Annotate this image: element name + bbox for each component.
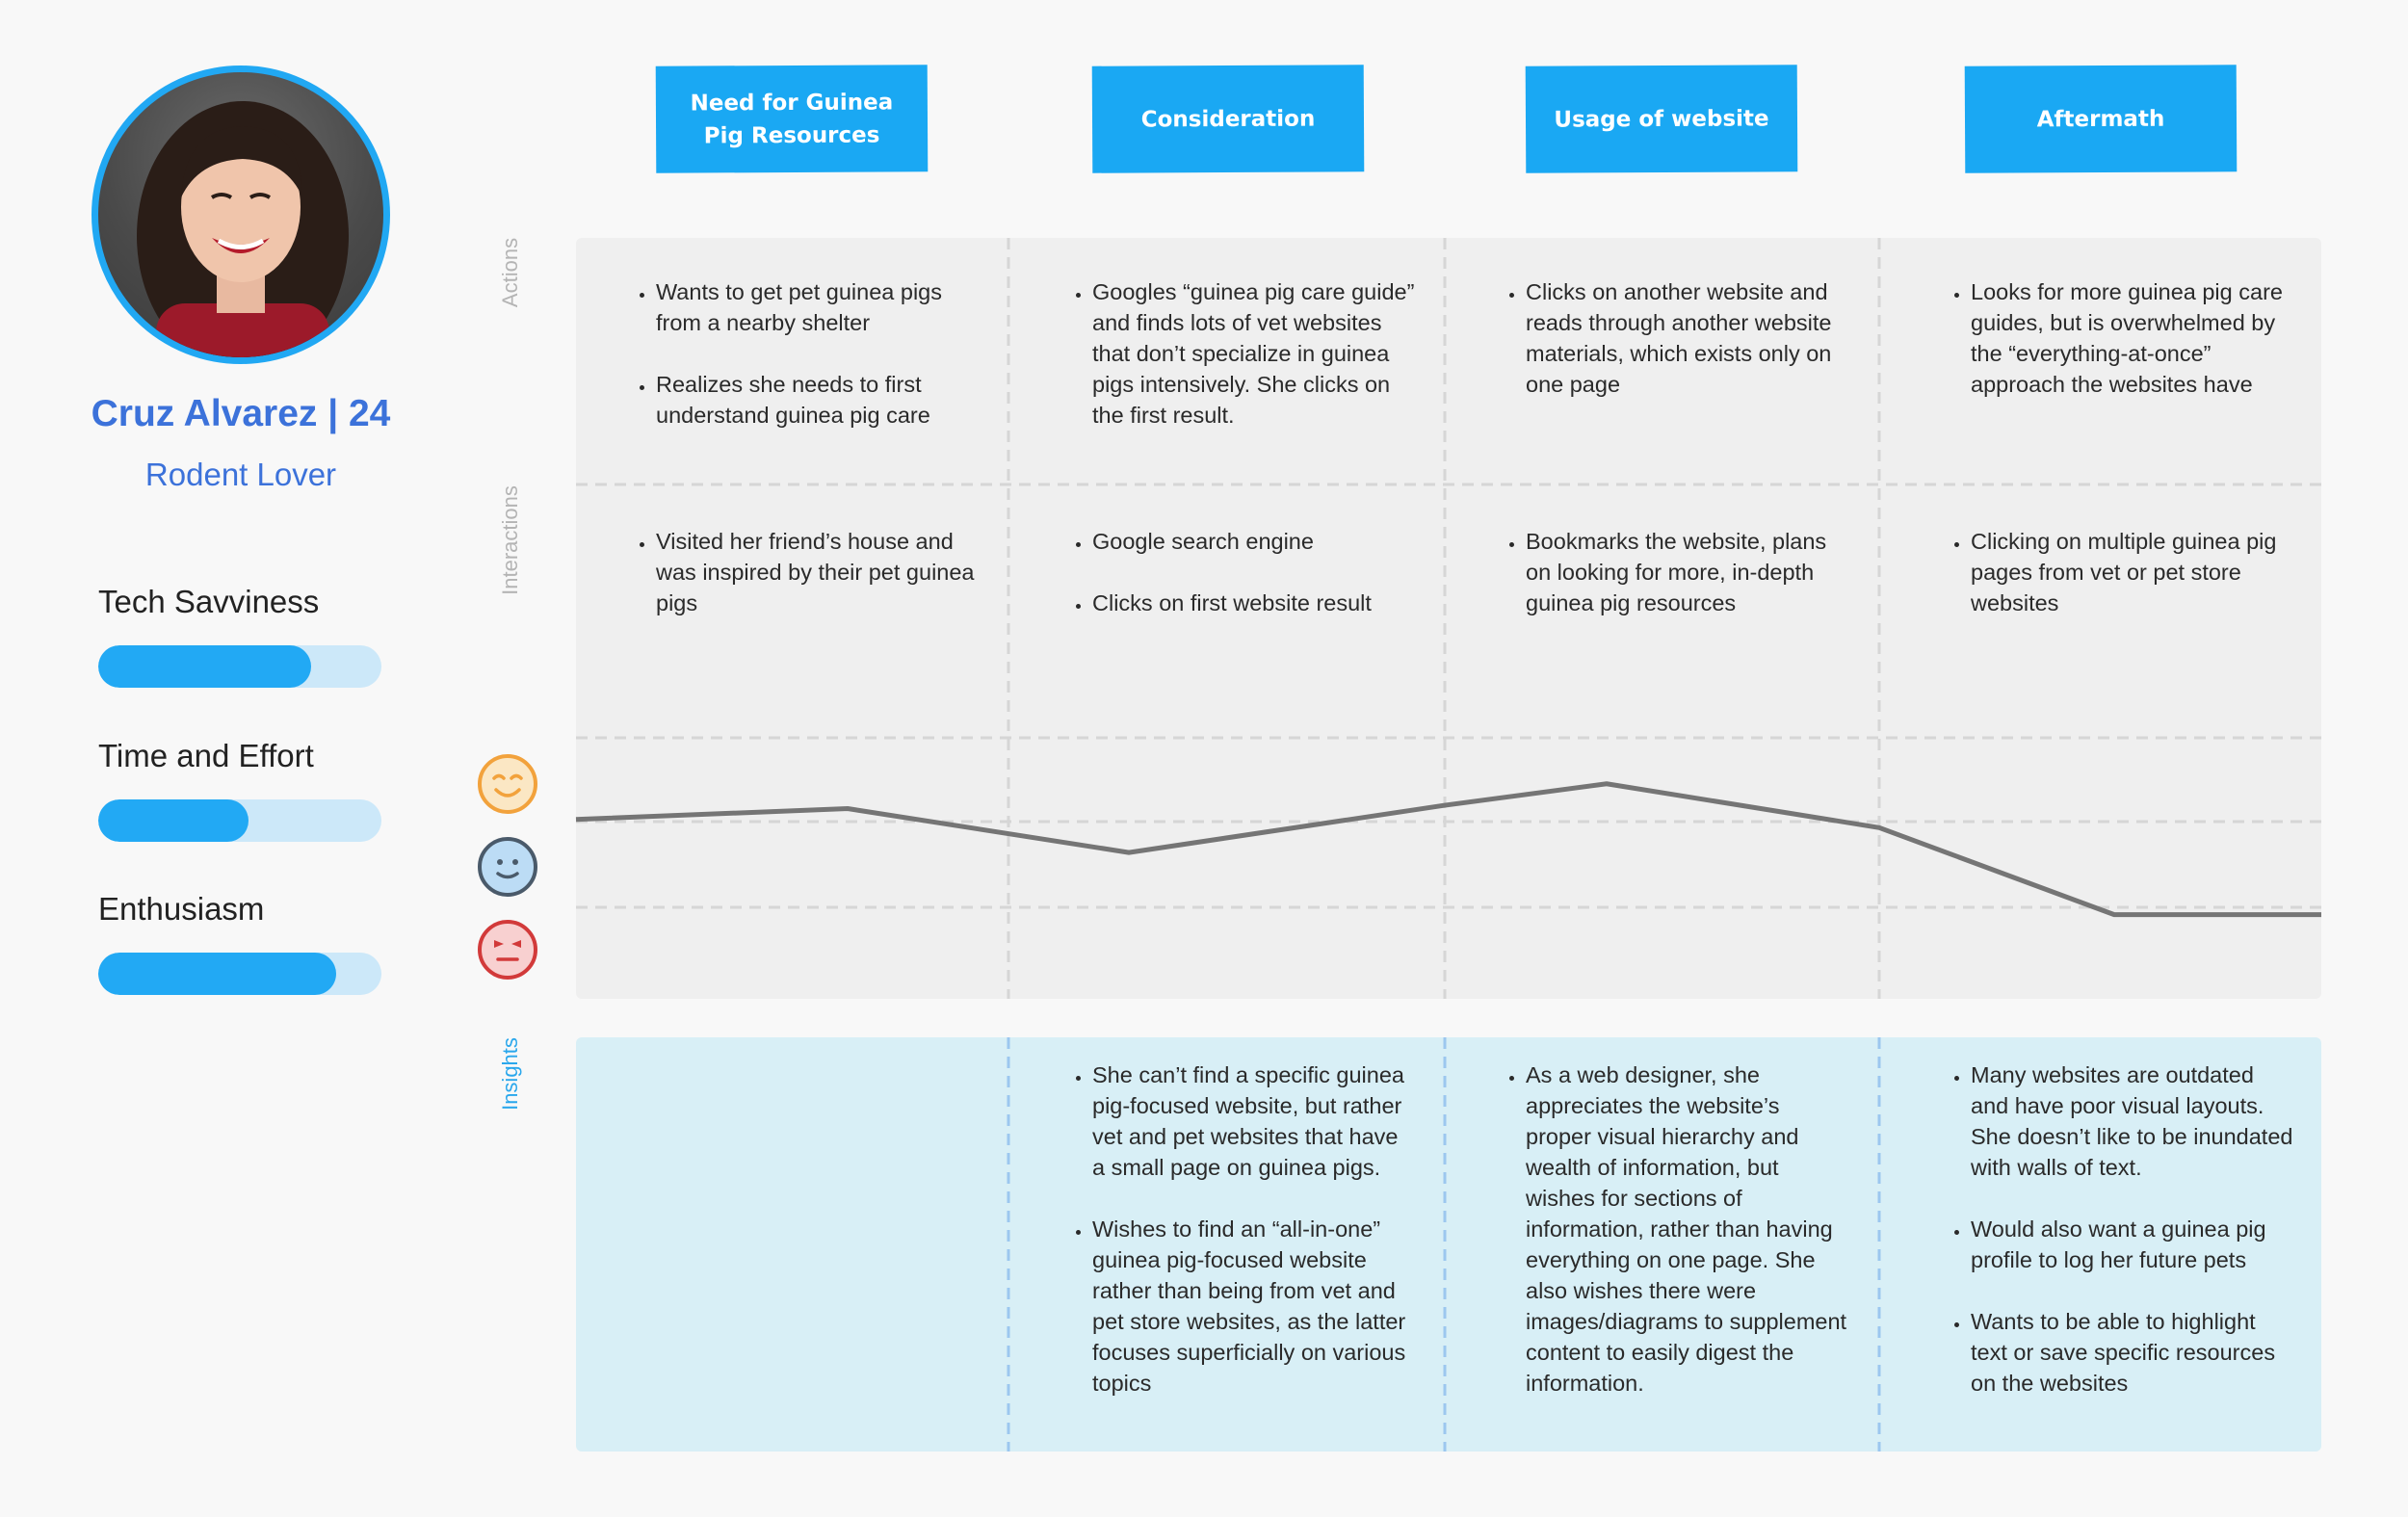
bullet-item: Clicks on first website result (1092, 588, 1416, 618)
neutral-face-icon (478, 837, 537, 897)
bullet-item: Googles “guinea pig care guide” and find… (1092, 276, 1416, 431)
metric-label: Tech Savviness (98, 584, 320, 619)
bullet-item: Clicks on another website and reads thro… (1526, 276, 1849, 400)
bullet-item: She can’t find a specific guinea pig-foc… (1092, 1059, 1416, 1183)
actions-cell-phase-1: Wants to get pet guinea pigs from a near… (633, 276, 980, 461)
metric-bar-enthusiasm (98, 953, 381, 995)
insights-cell-phase-4: Many websites are outdated and have poor… (1948, 1059, 2294, 1429)
avatar-portrait-icon (137, 101, 349, 357)
interactions-cell-phase-1: Visited her friend’s house and was inspi… (633, 526, 980, 649)
journey-panel (576, 238, 2321, 999)
emotion-curve (575, 781, 2321, 918)
actions-cell-phase-2: Googles “guinea pig care guide” and find… (1069, 276, 1416, 461)
interactions-cell-phase-2: Google search engineClicks on first webs… (1069, 526, 1416, 649)
bullet-item: Wants to be able to highlight text or sa… (1971, 1306, 2294, 1399)
smiling-face-icon (478, 754, 537, 814)
metric-label: Time and Effort (98, 738, 314, 773)
metric-bar-tech-savviness (98, 645, 381, 688)
bullet-item: Many websites are outdated and have poor… (1971, 1059, 2294, 1183)
persona-name: Cruz Alvarez | 24 (91, 393, 391, 434)
persona-role: Rodent Lover (144, 457, 337, 492)
bullet-item: Wishes to find an “all-in-one” guinea pi… (1092, 1214, 1416, 1399)
angry-face-icon (478, 920, 537, 980)
insights-cell-phase-3: As a web designer, she appreciates the w… (1503, 1059, 1849, 1429)
persona-avatar (92, 65, 390, 364)
bullet-item: Clicking on multiple guinea pig pages fr… (1971, 526, 2294, 618)
insights-panel (576, 1037, 2321, 1452)
bullet-item: Bookmarks the website, plans on looking … (1526, 526, 1849, 618)
metric-bar-time-effort (98, 799, 381, 842)
metric-fill (98, 645, 311, 688)
insights-cell-phase-2: She can’t find a specific guinea pig-foc… (1069, 1059, 1416, 1429)
bullet-item: Google search engine (1092, 526, 1416, 557)
metric-fill (98, 953, 336, 995)
bullet-item: As a web designer, she appreciates the w… (1526, 1059, 1849, 1399)
metric-label: Enthusiasm (98, 891, 265, 927)
actions-cell-phase-4: Looks for more guinea pig care guides, b… (1948, 276, 2294, 431)
bullet-item: Would also want a guinea pig profile to … (1971, 1214, 2294, 1275)
bullet-item: Wants to get pet guinea pigs from a near… (656, 276, 980, 338)
actions-cell-phase-3: Clicks on another website and reads thro… (1503, 276, 1849, 431)
interactions-cell-phase-4: Clicking on multiple guinea pig pages fr… (1948, 526, 2294, 649)
bullet-item: Realizes she needs to first understand g… (656, 369, 980, 431)
bullet-item: Visited her friend’s house and was inspi… (656, 526, 980, 618)
bullet-item: Looks for more guinea pig care guides, b… (1971, 276, 2294, 400)
metric-fill (98, 799, 249, 842)
interactions-cell-phase-3: Bookmarks the website, plans on looking … (1503, 526, 1849, 649)
